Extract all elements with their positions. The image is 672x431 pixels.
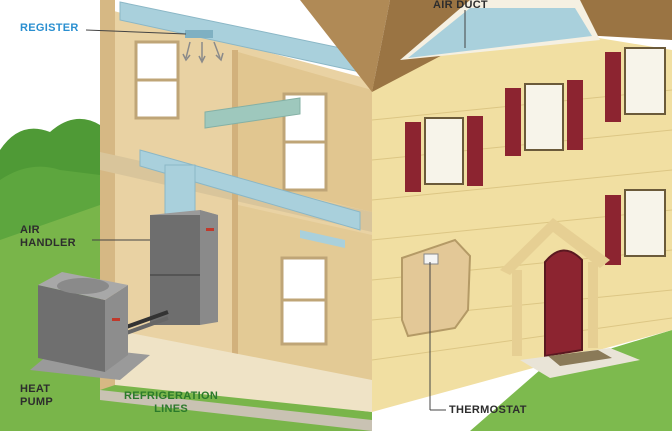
front-porch (500, 218, 640, 378)
air-handler-label-line1: AIR (20, 224, 40, 236)
airflow-arrows (182, 41, 224, 64)
heat-pump-label-line2: PUMP (20, 396, 53, 408)
foundation (100, 390, 372, 431)
air-handler-label: AIR HANDLER (20, 224, 76, 250)
exterior-windows (405, 47, 666, 265)
refrigeration-label-line2: LINES (154, 403, 189, 415)
thermostat-label: THERMOSTAT (449, 404, 527, 416)
air-duct-label: AIR DUCT (433, 0, 488, 11)
thermostat-cutout (401, 238, 472, 338)
refrigeration-label-line1: REFRIGERATION (124, 390, 219, 402)
heat-pump-unit (30, 272, 150, 380)
ductwork (119, 1, 361, 248)
refrigeration-lines-label: REFRIGERATION LINES (124, 390, 218, 416)
register-label: REGISTER (20, 22, 79, 34)
heat-pump-label-line1: HEAT (20, 383, 51, 395)
leader-lines (85, 10, 466, 411)
heat-pump-label: HEAT PUMP (20, 383, 53, 409)
air-handler-unit (150, 210, 218, 325)
air-handler-label-line2: HANDLER (20, 237, 76, 249)
